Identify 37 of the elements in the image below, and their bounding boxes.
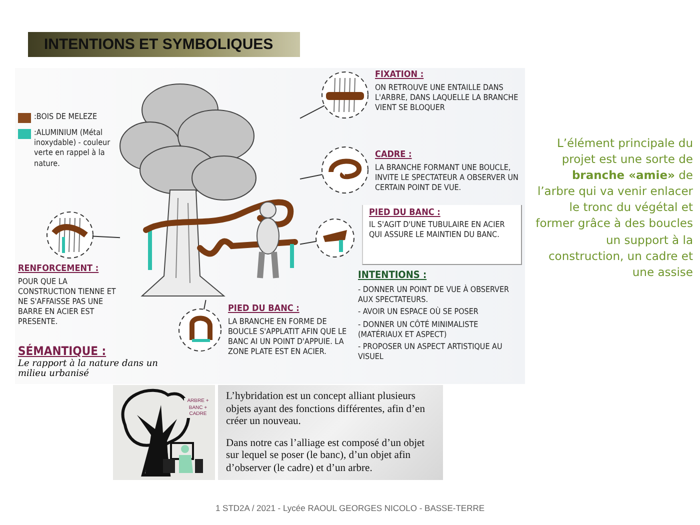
annotation-heading: PIED DU BANC : xyxy=(228,304,300,316)
annotation-heading: CADRE : xyxy=(375,150,413,162)
list-item: - DONNER UN POINT DE VUE À OBSERVER AUX SPECTATEURS. xyxy=(358,284,510,306)
section-heading: SÉMANTIQUE : xyxy=(18,344,108,358)
title-banner: INTENTIONS ET SYMBOLIQUES xyxy=(28,32,300,57)
annotation-text: ON RETROUVE UNE ENTAILLE DANS L'ARBRE, DANS LAQUELLE LA BRANCHE VIENT SE BLOQUER xyxy=(375,82,520,114)
legend-text: :ALUMINIUM (Métal inoxydable) - couleur verte en rappel à la nature. xyxy=(34,128,112,169)
leader-line xyxy=(92,236,120,238)
leader-line xyxy=(300,105,326,119)
annotation-text: LA BRANCHE EN FORME DE BOUCLE S'APPLATIT AFIN QUE LE BANC AI UN POINT D'APPUIE. LA ZONE PLATE EST EN ACIER. xyxy=(228,316,348,358)
note-text: Le rapport à la nature dans un milieu urbanisé xyxy=(18,359,159,380)
description-text: L’élément principale du projet est une sorte de branche «amie» de l’arbre qui va venir enlacer le tronc du végétal et former grâce à des boucles un support à la construction, un cadre et une assise xyxy=(535,135,693,280)
annotation-text: LA BRANCHE FORMANT UNE BOUCLE, INVITE LE SPECTATEUR A OBSERVER UN CERTAIN POINT DE VUE. xyxy=(375,162,520,194)
section-heading: INTENTIONS : xyxy=(358,270,428,283)
detail-circle-drawing xyxy=(315,218,355,258)
footer-caption: 1 STD2A / 2021 - Lycée RAOUL GEORGES NICOLO - BASSE-TERRE xyxy=(214,503,486,513)
annotation-box xyxy=(362,205,522,265)
annotation-heading: FIXATION : xyxy=(375,70,425,82)
annotation-text: IL S'AGIT D'UNE TUBULAIRE EN ACIER QUI ASSURE LE MAINTIEN DU BANC. xyxy=(369,220,506,240)
detail-circle-drawing xyxy=(321,71,369,119)
paragraph: Dans notre cas l’alliage est composé d’un objet sur lequel se poser (le banc), d’un objet afin d’observer (le cadre) et d’un arbre. xyxy=(226,438,426,476)
annotation-heading: PIED DU BANC : xyxy=(369,208,442,220)
text-panel xyxy=(218,385,443,480)
legend-text: :BOIS DE MELEZE xyxy=(34,112,98,122)
detail-circle-drawing xyxy=(178,308,222,352)
annotation-heading: RENFORCEMENT : xyxy=(18,264,100,276)
leader-line xyxy=(300,240,317,245)
detail-circle-drawing xyxy=(321,146,369,194)
detail-circle-drawing xyxy=(46,211,94,259)
list-item: - PROPOSER UN ASPECT ARTISTIQUE AU VISUEL xyxy=(358,342,504,362)
annotation-text: POUR QUE LA CONSTRUCTION TIENNE ET NE S'AFFAISSE PAS UNE BARRE EN ACIER EST PRESENTE. xyxy=(18,276,117,328)
tree-bench-photo xyxy=(113,385,215,480)
leader-line xyxy=(300,174,323,180)
list-item: - AVOIR UN ESPACE OÙ SE POSER xyxy=(358,307,480,318)
leader-line xyxy=(204,300,206,310)
list-item: - DONNER UN CÔTÉ MINIMALISTE (MATÉRIAUX ET ASPECT) xyxy=(358,320,480,340)
paragraph: L’hybridation est un concept alliant plusieurs objets ayant des fonctions différentes, afin d’en créer un nouveau. xyxy=(226,391,426,429)
